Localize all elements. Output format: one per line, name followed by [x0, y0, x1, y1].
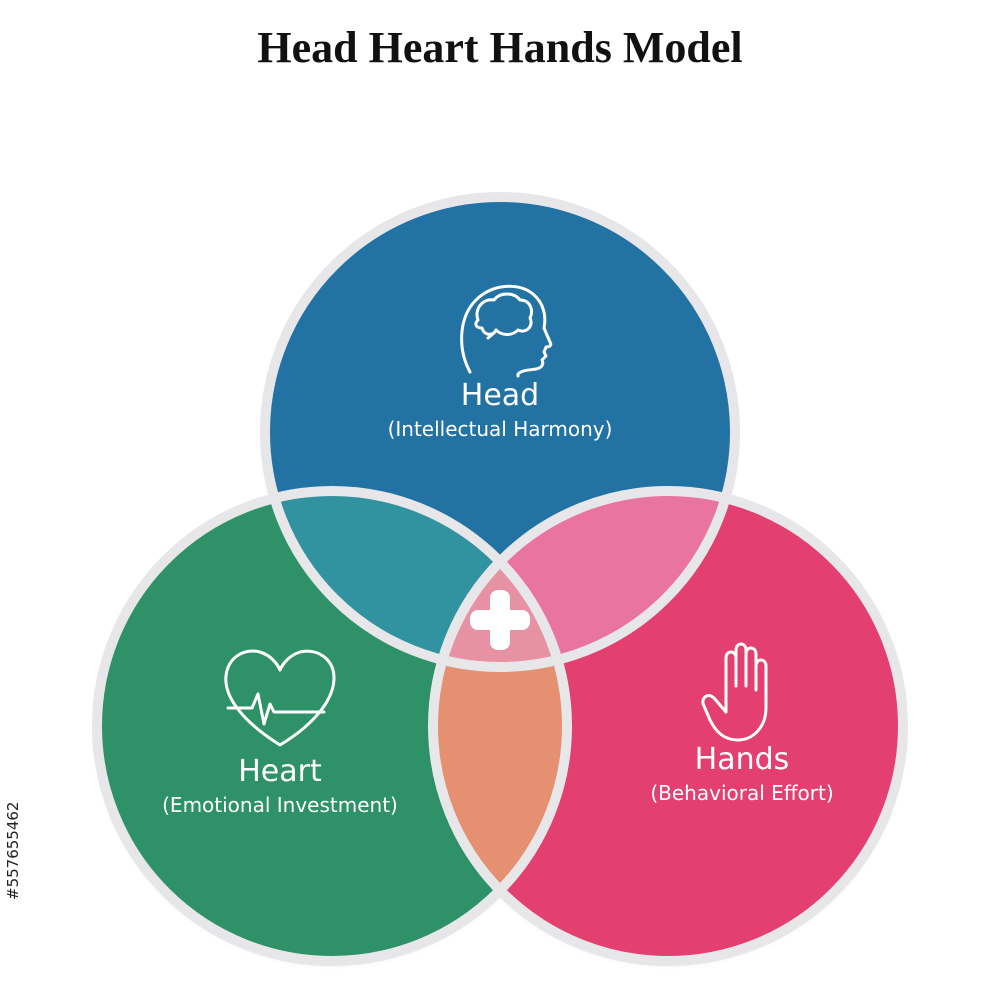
- heart-label: Heart (Emotional Investment): [100, 754, 460, 820]
- head-heart-overlap: [265, 491, 567, 667]
- heart-name: Heart: [238, 754, 322, 789]
- hands-subtitle: (Behavioral Effort): [650, 781, 834, 805]
- hands-ring: [428, 486, 908, 966]
- heart-subtitle: (Emotional Investment): [162, 793, 398, 817]
- head-subtitle: (Intellectual Harmony): [387, 417, 613, 441]
- head-name: Head: [460, 378, 540, 413]
- stock-id-text: #557655462: [4, 801, 22, 900]
- hands-label: Hands (Behavioral Effort): [562, 742, 922, 808]
- plus-icon: [470, 590, 530, 650]
- heart-pulse-icon: [224, 649, 336, 747]
- raised-hand-icon: [701, 642, 768, 742]
- head-hands-overlap: [433, 491, 735, 667]
- head-label: Head (Intellectual Harmony): [320, 378, 680, 444]
- diagram-title: Head Heart Hands Model: [257, 23, 743, 72]
- hands-name: Hands: [694, 742, 790, 777]
- head-brain-icon: [460, 284, 553, 378]
- heart-ring: [92, 486, 572, 966]
- head-ring: [260, 192, 740, 672]
